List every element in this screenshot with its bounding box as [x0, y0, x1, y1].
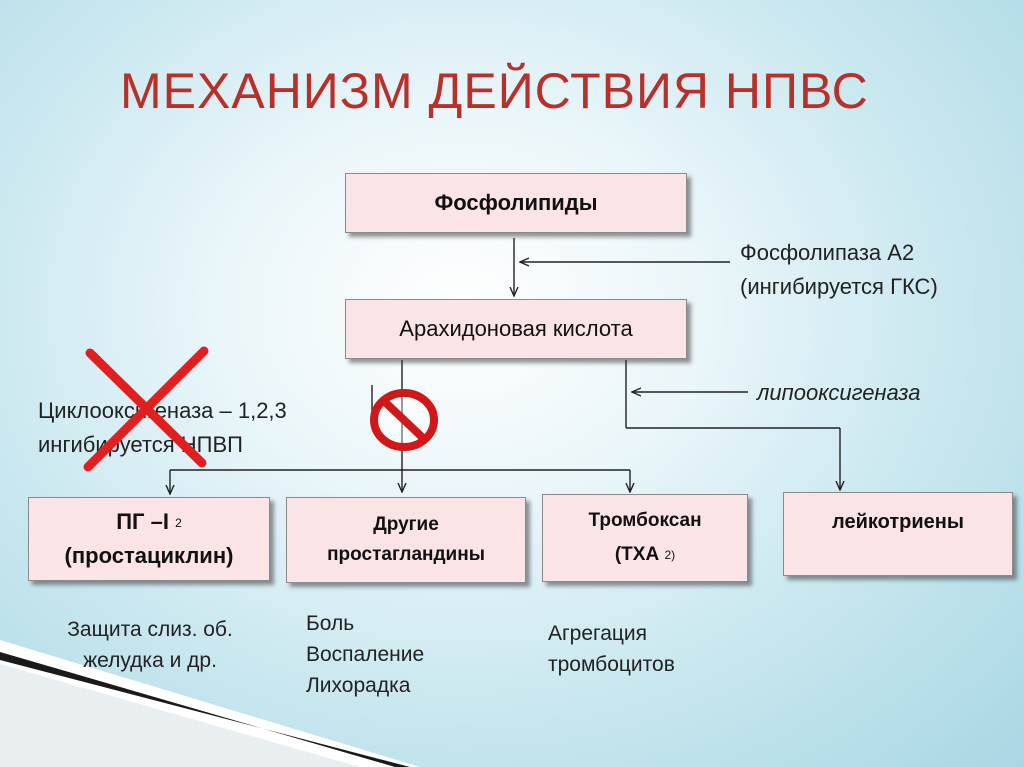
pg-i2-effect-line: Защита слиз. об.: [67, 618, 233, 641]
cyclooxygenase-line2: ингибируется НПВП: [38, 432, 243, 457]
other-pg-effects: Боль Воспаление Лихорадка: [306, 608, 506, 701]
thromboxane-line1: Тромбоксан: [588, 509, 702, 531]
page-title: МЕХАНИЗМ ДЕЙСТВИЯ НПВС: [120, 63, 869, 119]
phospholipase-label: Фосфолипаза А2 (ингибируется ГКС): [740, 236, 938, 304]
thromboxane-effect-line: тромбоцитов: [548, 653, 675, 676]
pg-i2-subscript: 2: [175, 516, 182, 531]
arachidonic-acid-label: Арахидоновая кислота: [399, 316, 633, 341]
other-prostaglandins-line2: простагландины: [327, 544, 485, 565]
red-x-icon: [83, 346, 209, 472]
cyclooxygenase-label: Циклооксигеназа – 1,2,3 ингибируется НПВ…: [38, 394, 287, 462]
lipoxygenase-label: липооксигеназа: [757, 380, 921, 405]
other-prostaglandins-line1: Другие: [373, 514, 439, 535]
prostacyclin-label: (простациклин): [64, 542, 234, 568]
other-pg-effect-line: Боль: [306, 612, 355, 635]
leukotrienes-label: лейкотриены: [832, 511, 964, 533]
phospholipids-label: Фосфолипиды: [434, 190, 598, 215]
leukotrienes-box: лейкотриены: [783, 492, 1013, 576]
phospholipids-box: Фосфолипиды: [345, 173, 687, 233]
no-sign-icon: [370, 389, 438, 451]
pg-i2-effects: Защита слиз. об. желудка и др.: [40, 614, 260, 676]
thromboxane-line2: (ТХА: [614, 544, 660, 565]
other-pg-effect-line: Лихорадка: [306, 674, 411, 697]
pg-i2-label: ПГ –I: [116, 509, 169, 535]
phospholipase-line2: (ингибируется ГКС): [740, 274, 938, 299]
thromboxane-effects: Агрегация тромбоцитов: [548, 618, 748, 680]
thromboxane-effect-line: Агрегация: [548, 622, 648, 645]
arachidonic-acid-box: Арахидоновая кислота: [345, 299, 687, 359]
phospholipase-line1: Фосфолипаза А2: [740, 240, 915, 265]
pg-i2-box: ПГ –I 2 (простациклин): [28, 497, 270, 581]
other-pg-effect-line: Воспаление: [306, 643, 425, 666]
other-prostaglandins-box: Другие простагландины: [286, 497, 526, 583]
thromboxane-box: Тромбоксан (ТХА 2): [542, 494, 748, 582]
pg-i2-effect-line: желудка и др.: [83, 649, 217, 672]
thromboxane-subscript: 2): [664, 547, 676, 562]
